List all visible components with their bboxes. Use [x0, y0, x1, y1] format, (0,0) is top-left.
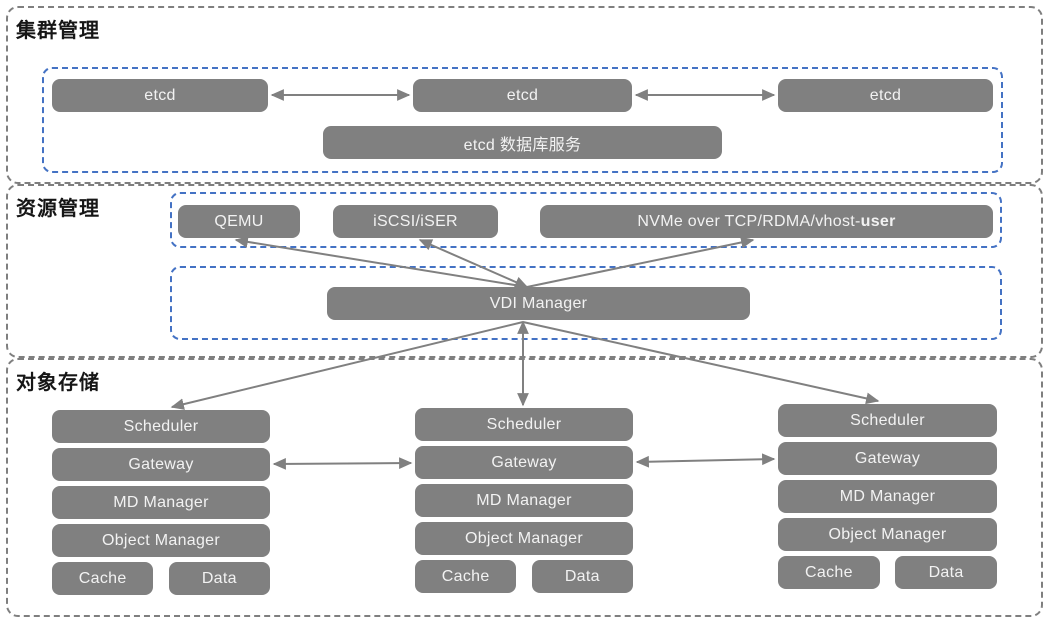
scheduler-label-left: Scheduler — [123, 417, 199, 435]
object-manager-node-right: Object Manager — [778, 518, 997, 551]
scheduler-node-left: Scheduler — [52, 410, 270, 443]
scheduler-node-right: Scheduler — [778, 404, 997, 437]
data-node-left: Data — [168, 562, 270, 595]
gateway-label-middle: Gateway — [491, 453, 557, 471]
cache-node-right: Cache — [778, 556, 880, 589]
scheduler-label-right: Scheduler — [850, 411, 925, 429]
cache-data-row-left: Cache Data — [52, 562, 270, 595]
cache-node-middle: Cache — [415, 560, 517, 593]
etcd-db-service-node: etcd 数据库服务 — [323, 126, 722, 159]
gateway-label-left: Gateway — [128, 455, 194, 473]
etcd-node-2: etcd — [413, 79, 632, 112]
cache-node-left: Cache — [52, 562, 154, 595]
data-node-middle: Data — [531, 560, 633, 593]
cache-label-right: Cache — [805, 563, 853, 581]
md-manager-label-right: MD Manager — [839, 487, 936, 505]
scheduler-node-middle: Scheduler — [415, 408, 633, 441]
scheduler-label-middle: Scheduler — [486, 415, 562, 433]
cache-data-row-middle: Cache Data — [415, 560, 633, 593]
object-manager-label-left: Object Manager — [101, 531, 221, 549]
vdi-manager-node: VDI Manager — [327, 287, 750, 320]
gateway-node-middle: Gateway — [415, 446, 633, 479]
section-cluster-management: 集群管理 — [6, 6, 1043, 184]
data-label-middle: Data — [564, 567, 600, 585]
section-title-cluster: 集群管理 — [16, 20, 100, 42]
cache-data-row-right: Cache Data — [778, 556, 997, 589]
object-manager-node-left: Object Manager — [52, 524, 270, 557]
iscsi-iser-node: iSCSI/iSER — [333, 205, 498, 238]
storage-column-middle: Scheduler Gateway MD Manager Object Mana… — [415, 408, 633, 593]
storage-column-right: Scheduler Gateway MD Manager Object Mana… — [778, 404, 997, 589]
data-label-right: Data — [928, 563, 964, 581]
md-manager-node-right: MD Manager — [778, 480, 997, 513]
data-label-left: Data — [201, 569, 237, 587]
etcd-node-3: etcd — [778, 79, 993, 112]
object-manager-node-middle: Object Manager — [415, 522, 633, 555]
gateway-label-right: Gateway — [854, 449, 921, 467]
object-manager-label-right: Object Manager — [828, 525, 947, 543]
etcd-db-service-label: etcd 数据库服务 — [463, 136, 582, 154]
storage-column-left: Scheduler Gateway MD Manager Object Mana… — [52, 410, 270, 595]
gateway-node-right: Gateway — [778, 442, 997, 475]
vdi-manager-label: VDI Manager — [489, 294, 588, 312]
nvme-label-bold: user — [860, 212, 896, 230]
data-node-right: Data — [895, 556, 997, 589]
iscsi-iser-label: iSCSI/iSER — [373, 212, 458, 230]
section-title-resource: 资源管理 — [16, 198, 100, 220]
md-manager-node-left: MD Manager — [52, 486, 270, 519]
etcd-cluster-group — [42, 67, 1003, 173]
nvme-label-prefix: NVMe over TCP/RDMA/vhost- — [637, 212, 861, 230]
qemu-label: QEMU — [214, 212, 264, 230]
section-title-storage: 对象存储 — [16, 372, 100, 394]
etcd-node-1-label: etcd — [144, 86, 176, 104]
etcd-node-1: etcd — [52, 79, 268, 112]
etcd-node-3-label: etcd — [869, 86, 902, 104]
md-manager-label-middle: MD Manager — [476, 491, 572, 509]
md-manager-label-left: MD Manager — [113, 493, 209, 511]
qemu-node: QEMU — [178, 205, 300, 238]
etcd-node-2-label: etcd — [506, 86, 539, 104]
gateway-node-left: Gateway — [52, 448, 270, 481]
cache-label-middle: Cache — [441, 567, 490, 585]
object-manager-label-middle: Object Manager — [464, 529, 584, 547]
md-manager-node-middle: MD Manager — [415, 484, 633, 517]
nvme-node: NVMe over TCP/RDMA/vhost-user — [540, 205, 993, 238]
cache-label-left: Cache — [78, 569, 127, 587]
